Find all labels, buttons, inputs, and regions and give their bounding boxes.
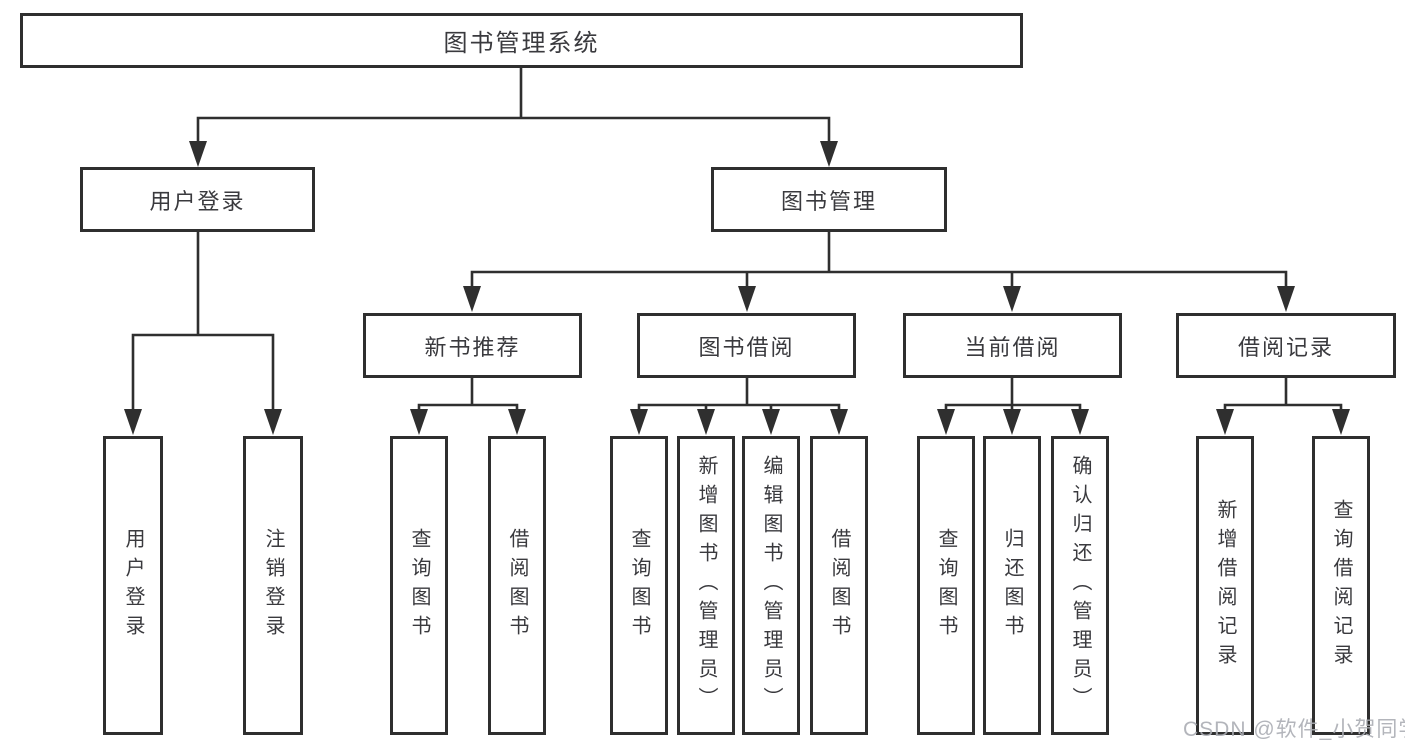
arrow-down-icon	[124, 409, 142, 435]
leaf-query-books-recommend: 查询图书	[390, 436, 448, 735]
node-book-borrowing: 图书借阅	[637, 313, 856, 378]
arrow-down-icon	[1216, 409, 1234, 435]
leaf-borrow-books: 借阅图书	[810, 436, 868, 735]
leaf-query-books-current: 查询图书	[917, 436, 975, 735]
leaf-label: 归还图书	[1001, 527, 1023, 644]
arrow-down-icon	[937, 409, 955, 435]
leaf-label: 借阅图书	[828, 527, 850, 644]
node-new-book-recommend: 新书推荐	[363, 313, 582, 378]
node-root-system: 图书管理系统	[20, 13, 1023, 68]
arrow-down-icon	[830, 409, 848, 435]
arrow-down-icon	[508, 409, 526, 435]
arrow-down-icon	[630, 409, 648, 435]
arrowheads	[124, 141, 1350, 435]
node-user-login: 用户登录	[80, 167, 315, 232]
leaf-label: 用户登录	[122, 527, 144, 644]
arrow-down-icon	[1003, 286, 1021, 312]
node-book-management: 图书管理	[711, 167, 947, 232]
leaf-edit-book-admin: 编辑图书（管理员）	[742, 436, 800, 735]
leaf-add-borrow-record: 新增借阅记录	[1196, 436, 1254, 735]
leaf-label: 新增借阅记录	[1214, 498, 1236, 673]
arrow-down-icon	[697, 409, 715, 435]
leaf-query-books-borrowing: 查询图书	[610, 436, 668, 735]
node-current-borrowing: 当前借阅	[903, 313, 1122, 378]
arrow-down-icon	[189, 141, 207, 167]
leaf-query-borrow-record: 查询借阅记录	[1312, 436, 1370, 735]
leaf-add-book-admin: 新增图书（管理员）	[677, 436, 735, 735]
arrow-down-icon	[463, 286, 481, 312]
tree-edges	[131, 66, 1343, 414]
arrow-down-icon	[762, 409, 780, 435]
leaf-label: 确认归还（管理员）	[1069, 455, 1091, 716]
arrow-down-icon	[1332, 409, 1350, 435]
leaf-user-login: 用户登录	[103, 436, 163, 735]
node-borrowing-records: 借阅记录	[1176, 313, 1396, 378]
arrow-down-icon	[820, 141, 838, 167]
arrow-down-icon	[738, 286, 756, 312]
leaf-label: 查询图书	[935, 527, 957, 644]
csdn-watermark: CSDN @软件_小贺同学	[1183, 718, 1405, 741]
leaf-label: 编辑图书（管理员）	[760, 455, 782, 716]
leaf-return-book: 归还图书	[983, 436, 1041, 735]
arrow-down-icon	[1277, 286, 1295, 312]
arrow-down-icon	[1003, 409, 1021, 435]
leaf-label: 注销登录	[262, 527, 284, 644]
leaf-confirm-return-admin: 确认归还（管理员）	[1051, 436, 1109, 735]
leaf-label: 新增图书（管理员）	[695, 455, 717, 716]
leaf-label: 借阅图书	[506, 527, 528, 644]
leaf-label: 查询图书	[408, 527, 430, 644]
arrow-down-icon	[264, 409, 282, 435]
leaf-label: 查询图书	[628, 527, 650, 644]
leaf-borrow-books-recommend: 借阅图书	[488, 436, 546, 735]
arrow-down-icon	[410, 409, 428, 435]
leaf-label: 查询借阅记录	[1330, 498, 1352, 673]
arrow-down-icon	[1071, 409, 1089, 435]
leaf-logout: 注销登录	[243, 436, 303, 735]
